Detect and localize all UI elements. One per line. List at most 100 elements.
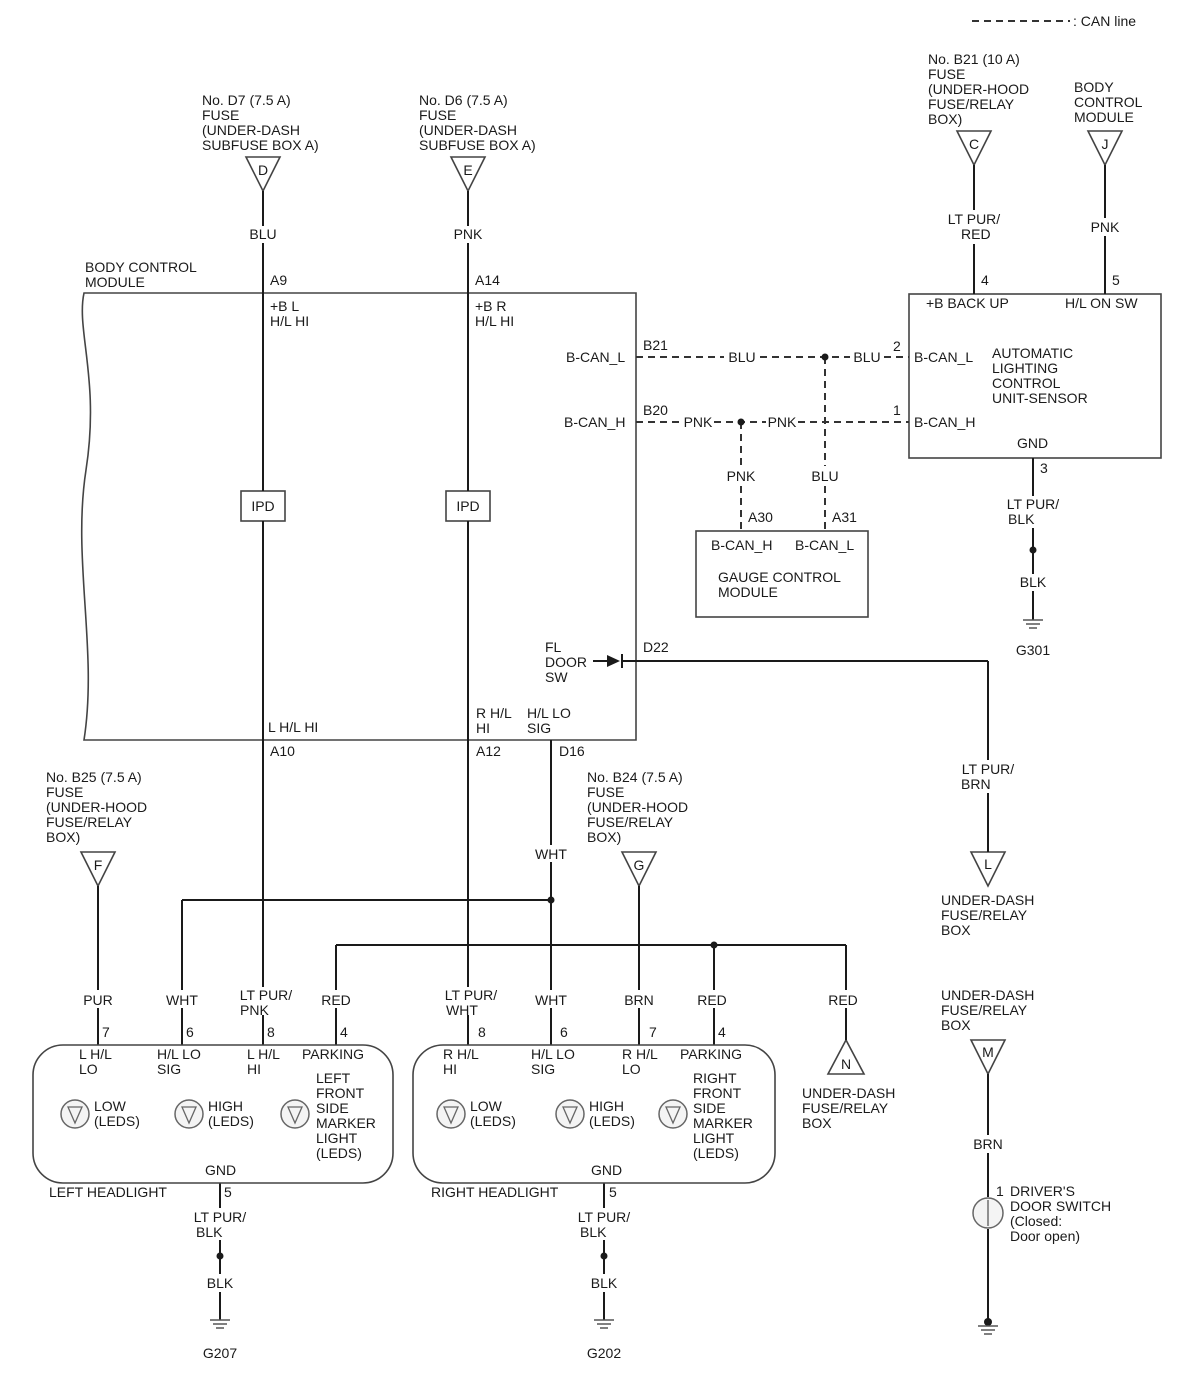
ground-icon xyxy=(978,1325,998,1335)
source-e-label-3: (UNDER-DASH xyxy=(419,122,517,138)
rh-marker-label-5: LIGHT xyxy=(693,1130,735,1146)
source-j-id: J xyxy=(1102,136,1109,152)
source-l-label-3: BOX xyxy=(941,922,971,938)
wire-lt-pur-brn-label-2: BRN xyxy=(961,776,991,792)
ground-door-switch xyxy=(978,1325,998,1335)
wire-lt-pur-blk-right-label: LT PUR/ xyxy=(578,1209,630,1225)
lh-marker-label: LEFT xyxy=(316,1070,351,1086)
source-n-label: UNDER-DASH xyxy=(802,1085,895,1101)
rh-pin-6-signal: H/L LO xyxy=(531,1046,575,1062)
gauge-pin-a30-signal: B-CAN_H xyxy=(711,537,772,553)
rh-marker-label-2: FRONT xyxy=(693,1085,742,1101)
rh-marker-label-4: MARKER xyxy=(693,1115,753,1131)
rh-high-label: HIGH xyxy=(589,1098,624,1114)
wire-pnk-can-label-2: PNK xyxy=(768,414,797,430)
pin-d16-signal: H/L LO xyxy=(527,705,571,721)
source-c-label: No. B21 (10 A) xyxy=(928,51,1020,67)
wire-lt-pur-wht-label: LT PUR/ xyxy=(445,987,497,1003)
sensor-pin-1-signal: B-CAN_H xyxy=(914,414,975,430)
lh-pin-7: 7 xyxy=(102,1024,110,1040)
wire-blu-gauge-label: BLU xyxy=(811,468,838,484)
pin-a10: A10 xyxy=(270,743,295,759)
wire-red-label-right: RED xyxy=(697,992,727,1008)
rh-pin-8-signal-2: HI xyxy=(443,1061,457,1077)
source-c-triangle xyxy=(955,130,993,167)
source-e-id: E xyxy=(463,162,472,178)
lh-pin-4-signal: PARKING xyxy=(302,1046,364,1062)
lh-high-label: HIGH xyxy=(208,1098,243,1114)
source-c-label-5: BOX) xyxy=(928,111,962,127)
sensor-name-2: LIGHTING xyxy=(992,360,1058,376)
wire-wht-label-right: WHT xyxy=(535,992,567,1008)
gauge-name-2: MODULE xyxy=(718,584,778,600)
left-headlight: 7 6 8 4 L H/L LO H/L LO SIG L H/L HI PAR… xyxy=(32,1024,394,1200)
drivers-door-switch: 1 DRIVER'S DOOR SWITCH (Closed: Door ope… xyxy=(972,1183,1111,1244)
wire-red-label-left: RED xyxy=(321,992,351,1008)
rh-pin-8: 8 xyxy=(478,1024,486,1040)
door-switch-label: DRIVER'S xyxy=(1010,1183,1075,1199)
source-f-label: No. B25 (7.5 A) xyxy=(46,769,142,785)
source-f-label-3: (UNDER-HOOD xyxy=(46,799,147,815)
wire-lt-pur-pnk-label: LT PUR/ xyxy=(240,987,292,1003)
fl-door-sw-label-3: SW xyxy=(545,669,568,685)
wire-blk-label: BLK xyxy=(1020,574,1047,590)
lh-name: LEFT HEADLIGHT xyxy=(49,1184,167,1200)
wire-lt-pur-blk-left-label: LT PUR/ xyxy=(194,1209,246,1225)
ground-g202: G202 xyxy=(587,1319,621,1361)
sensor-pin-5: 5 xyxy=(1112,272,1120,288)
wire-blu-can-label: BLU xyxy=(728,349,755,365)
source-m-label-3: BOX xyxy=(941,1017,971,1033)
lh-pin-6: 6 xyxy=(186,1024,194,1040)
wire-lt-pur-blk-left-label-2: BLK xyxy=(196,1224,223,1240)
source-e-label-4: SUBFUSE BOX A) xyxy=(419,137,536,153)
pin-b21: B21 xyxy=(643,337,668,353)
source-c-label-3: (UNDER-HOOD xyxy=(928,81,1029,97)
gauge-pin-a31: A31 xyxy=(832,509,857,525)
bcm-name: BODY CONTROL xyxy=(85,259,197,275)
source-e-triangle xyxy=(449,156,487,193)
wire-lt-pur-blk-right-label-2: BLK xyxy=(580,1224,607,1240)
lh-marker-label-6: (LEDS) xyxy=(316,1145,362,1161)
source-j-label: BODY xyxy=(1074,79,1114,95)
source-g: No. B24 (7.5 A) FUSE (UNDER-HOOD FUSE/RE… xyxy=(587,769,688,888)
pin-a12-signal-2: HI xyxy=(476,720,490,736)
rh-pin-5: 5 xyxy=(609,1184,617,1200)
fl-door-sw-label-2: DOOR xyxy=(545,654,587,670)
source-j-triangle xyxy=(1086,130,1124,167)
sensor-pin-3-signal: GND xyxy=(1017,435,1048,451)
source-d-label-4: SUBFUSE BOX A) xyxy=(202,137,319,153)
source-n-triangle xyxy=(826,1038,866,1075)
source-n: N UNDER-DASH FUSE/RELAY BOX xyxy=(802,1038,895,1131)
lh-marker-label-5: LIGHT xyxy=(316,1130,358,1146)
can-line-legend-label: : CAN line xyxy=(1073,13,1136,29)
source-f-label-5: BOX) xyxy=(46,829,80,845)
lh-marker-label-3: SIDE xyxy=(316,1100,349,1116)
wire-lt-pur-brn-label: LT PUR/ xyxy=(962,761,1014,777)
wire-lt-pur-pnk-label-2: PNK xyxy=(240,1002,269,1018)
wire-brn-label-m: BRN xyxy=(973,1136,1003,1152)
rh-marker-label: RIGHT xyxy=(693,1070,737,1086)
pin-a9: A9 xyxy=(270,272,287,288)
source-c-id: C xyxy=(969,136,979,152)
wire-pnk-can-label: PNK xyxy=(684,414,713,430)
source-e: No. D6 (7.5 A) FUSE (UNDER-DASH SUBFUSE … xyxy=(419,92,536,193)
source-f-triangle xyxy=(79,851,117,888)
source-n-label-2: FUSE/RELAY xyxy=(802,1100,889,1116)
pin-d16-signal-2: SIG xyxy=(527,720,551,736)
gauge-name: GAUGE CONTROL xyxy=(718,569,841,585)
ipd-right xyxy=(445,490,491,522)
wire-lt-pur-red-label: LT PUR/ xyxy=(948,211,1000,227)
pin-b20: B20 xyxy=(643,402,668,418)
source-l: L UNDER-DASH FUSE/RELAY BOX xyxy=(941,851,1034,938)
pin-b20-signal: B-CAN_H xyxy=(564,414,625,430)
source-m-label-2: FUSE/RELAY xyxy=(941,1002,1028,1018)
door-switch-label-2: DOOR SWITCH xyxy=(1010,1198,1111,1214)
source-d-label-3: (UNDER-DASH xyxy=(202,122,300,138)
lh-pin-8-signal: L H/L xyxy=(247,1046,280,1062)
source-e-label: No. D6 (7.5 A) xyxy=(419,92,508,108)
pin-d16: D16 xyxy=(559,743,585,759)
ground-g207: G207 xyxy=(203,1319,237,1361)
pin-a14: A14 xyxy=(475,272,500,288)
source-d: No. D7 (7.5 A) FUSE (UNDER-DASH SUBFUSE … xyxy=(202,92,319,193)
wire-labels: BLU PNK LT PUR/ RED PNK BLU BLU PNK PNK … xyxy=(83,211,1120,1291)
